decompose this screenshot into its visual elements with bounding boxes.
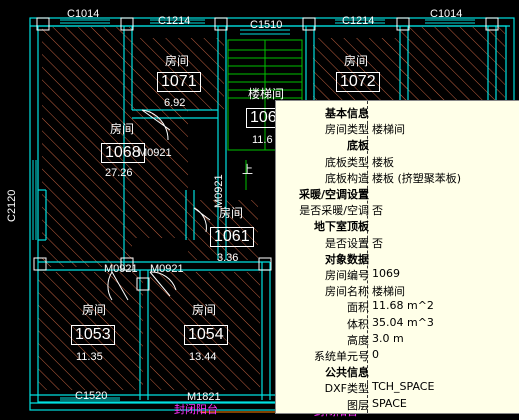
property-category: 采暖/空调设置 [276, 184, 519, 201]
door-label-4: M0921 [150, 263, 184, 275]
room-1071-name: 房间 [165, 54, 190, 68]
property-key: 底板构造 [325, 171, 369, 185]
property-value: 楼梯间 [372, 285, 405, 299]
property-value: 1069 [372, 267, 400, 280]
property-value: 3.0 m [372, 331, 404, 345]
room-stair-number[interactable]: 106 [246, 108, 281, 128]
room-1053-number[interactable]: 1053 [71, 325, 115, 345]
property-key: 面积 [347, 301, 369, 315]
room-1053-area: 11.35 [76, 351, 103, 363]
room-1072-number[interactable]: 1072 [336, 72, 380, 92]
property-row: 是否采暖/空调否 [276, 200, 519, 218]
stair-up-marker: 上 [242, 164, 253, 176]
property-key: 体积 [347, 317, 369, 331]
room-1061-area: 3.36 [217, 252, 239, 264]
room-1061-name: 房间 [219, 206, 244, 220]
property-value: 否 [372, 204, 383, 218]
property-key: 采暖/空调设置 [298, 188, 369, 201]
door-swings [107, 109, 211, 301]
room-stair-name: 楼梯间 [248, 87, 285, 101]
property-key: 地下室顶板 [314, 220, 369, 234]
window-label-top-4: C1214 [342, 15, 375, 27]
property-key: 底板 [347, 139, 369, 153]
property-key: 房间名称 [325, 285, 369, 299]
property-key: 图层 [347, 398, 369, 412]
door-label-1: M0921 [138, 147, 172, 159]
property-category: 公共信息 [276, 362, 519, 380]
property-row: 房间类型楼梯间 [276, 119, 519, 137]
property-value: 楼板 [372, 155, 394, 169]
property-key: 对象数据 [325, 252, 369, 266]
window-label-top-5: C1014 [430, 8, 463, 20]
room-1054-area: 13.44 [189, 351, 217, 363]
property-value: 0 [372, 348, 379, 361]
property-value: SPACE [372, 396, 407, 410]
window-label-left: C2120 [6, 189, 18, 222]
window-label-bottom-1: C1520 [75, 390, 108, 402]
window-label-top-3: C1510 [250, 19, 283, 31]
door-label-3: M0921 [104, 263, 138, 275]
property-row: 是否设置否 [276, 233, 519, 250]
property-value: 11.68 m^2 [372, 299, 434, 313]
window-label-top-2: C1214 [158, 15, 191, 27]
property-category: 底板 [276, 135, 519, 153]
property-key: 底板类型 [325, 155, 369, 169]
balcony-label-1: 封闭阳台 [174, 404, 218, 416]
room-stair-area: 11.6 [252, 134, 273, 146]
property-key: 是否设置 [325, 236, 369, 250]
room-1068-name: 房间 [110, 122, 135, 136]
property-key: 基本信息 [325, 107, 369, 120]
property-value: 楼梯间 [372, 123, 405, 137]
property-value: 楼板 (挤塑聚苯板) [372, 171, 462, 185]
property-value: 35.04 m^3 [372, 315, 434, 329]
room-1053-name: 房间 [82, 303, 107, 317]
door-label-2: M0921 [213, 174, 225, 208]
property-value: 否 [372, 236, 383, 250]
object-properties-tooltip: 基本信息房间类型楼梯间底板底板类型楼板底板构造楼板 (挤塑聚苯板)采暖/空调设置… [275, 100, 519, 414]
stair-symbol [227, 39, 303, 190]
room-1071-number[interactable]: 1071 [157, 72, 201, 92]
property-key: 公共信息 [325, 366, 369, 380]
structural-columns [33, 17, 499, 291]
property-row: 房间名称楼梯间 [276, 281, 519, 299]
room-1068-area: 27.26 [105, 167, 133, 179]
property-key: 系统单元号 [314, 350, 369, 363]
room-1054-number[interactable]: 1054 [184, 325, 228, 345]
property-key: 高度 [347, 333, 369, 347]
property-key: DXF类型 [324, 382, 369, 396]
window-label-bottom-2: M1821 [187, 391, 221, 403]
property-column-separator [367, 101, 368, 413]
room-1054-name: 房间 [192, 303, 217, 317]
property-key: 是否采暖/空调 [299, 204, 369, 218]
property-key: 房间编号 [325, 269, 369, 282]
property-key: 房间类型 [325, 123, 369, 137]
property-category: 对象数据 [276, 249, 519, 266]
room-1061-number[interactable]: 1061 [210, 227, 254, 247]
room-1072-name: 房间 [344, 54, 369, 68]
window-marks [32, 19, 475, 401]
property-row: 底板类型楼板 [276, 152, 519, 169]
property-category: 基本信息 [276, 103, 519, 120]
property-row: 底板构造楼板 (挤塑聚苯板) [276, 168, 519, 185]
room-1068-number[interactable]: 1068 [101, 143, 145, 163]
window-label-top-1: C1014 [67, 8, 100, 20]
room-1071-area: 6.92 [164, 97, 186, 109]
property-value: TCH_SPACE [372, 380, 435, 394]
property-category: 地下室顶板 [276, 216, 519, 234]
